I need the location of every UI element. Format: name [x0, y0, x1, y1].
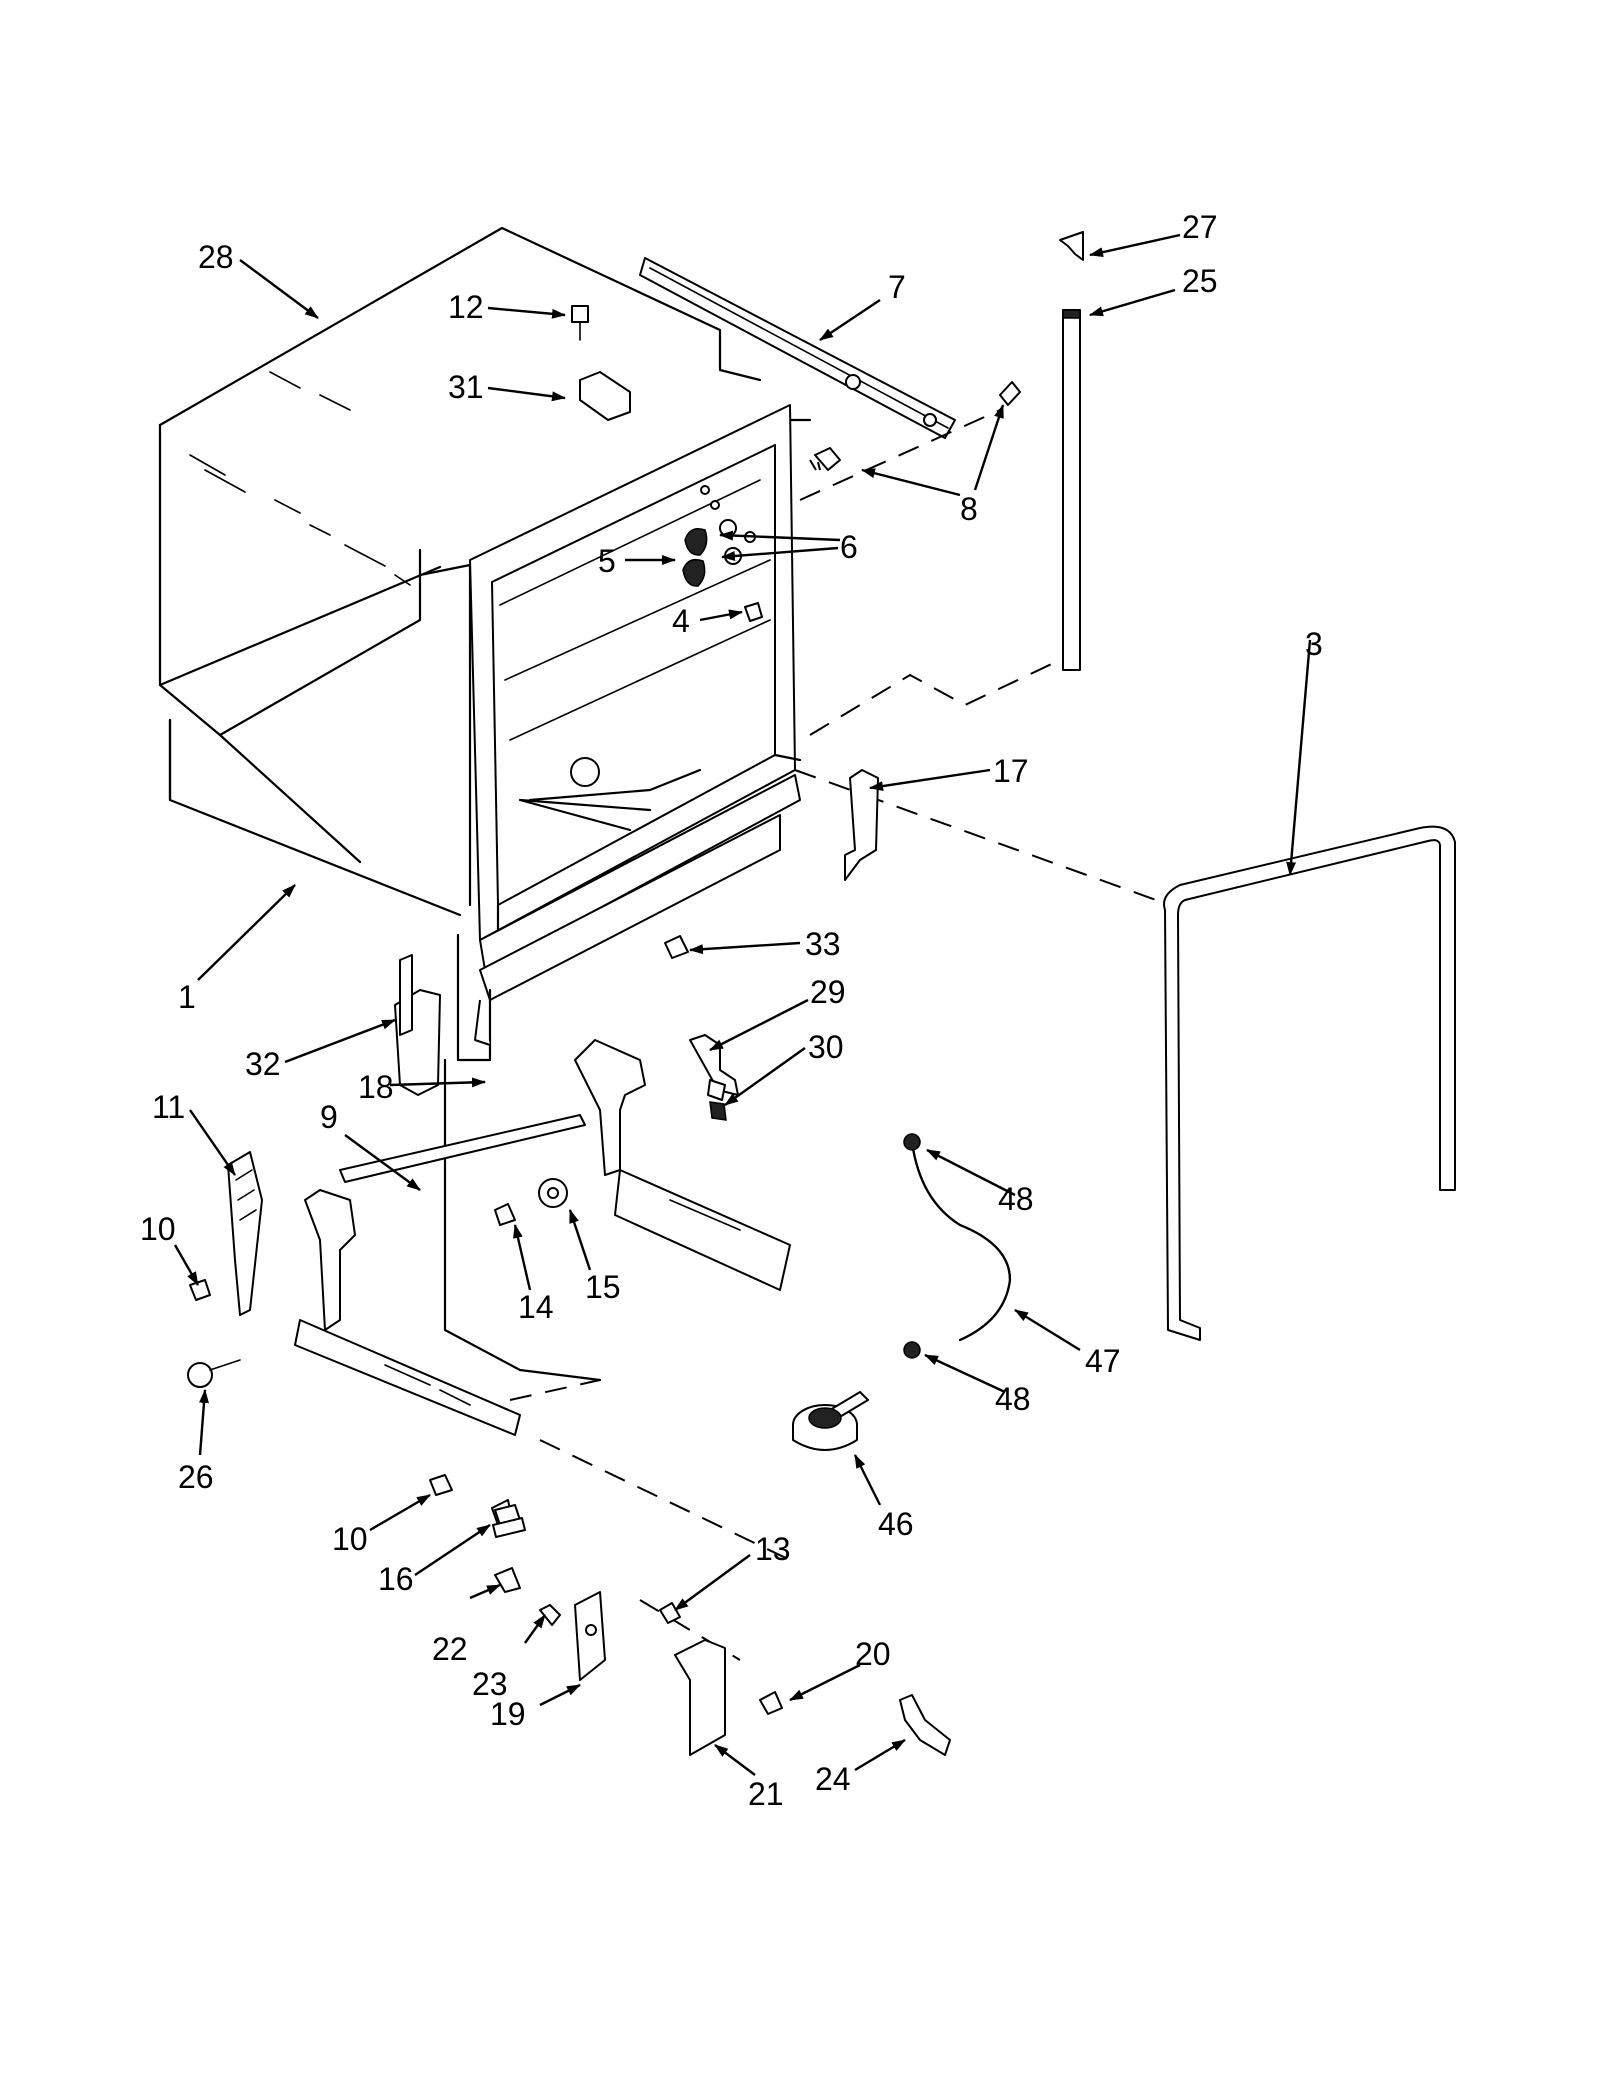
callout-31: 31 — [448, 369, 484, 405]
callout-29: 29 — [810, 974, 846, 1010]
callout-16: 16 — [378, 1561, 414, 1597]
leader-arrows — [173, 233, 1312, 1776]
insulation-blanket — [158, 226, 762, 864]
callout-10-bottom: 10 — [332, 1521, 368, 1557]
callout-30: 30 — [808, 1029, 844, 1065]
callout-20: 20 — [855, 1636, 891, 1672]
base-frame — [294, 1039, 791, 1436]
callout-8: 8 — [960, 491, 978, 527]
door-gasket — [1163, 825, 1456, 1341]
hardware-top — [571, 305, 1021, 622]
strip-32 — [399, 954, 413, 1036]
tub-front-frame — [443, 404, 802, 1382]
callout-48-bottom: 48 — [995, 1381, 1031, 1417]
callout-28: 28 — [198, 239, 234, 275]
drain-hose — [903, 1133, 1012, 1359]
callout-9: 9 — [320, 1099, 338, 1135]
callout-24: 24 — [815, 1761, 851, 1797]
callout-14: 14 — [518, 1289, 554, 1325]
callout-3: 3 — [1305, 626, 1323, 662]
callout-26: 26 — [178, 1459, 214, 1495]
trim-cap — [1059, 231, 1084, 261]
callout-27: 27 — [1182, 209, 1218, 245]
hose-clamp — [899, 1694, 951, 1756]
leveling-bracket — [227, 1151, 263, 1316]
callout-48-top: 48 — [998, 1181, 1034, 1217]
callout-13: 13 — [755, 1531, 791, 1567]
callout-21: 21 — [748, 1776, 784, 1812]
callout-25: 25 — [1182, 263, 1218, 299]
callout-labels: 28 12 31 7 27 25 8 6 5 4 3 17 1 33 29 30… — [140, 209, 1323, 1812]
water-valve — [792, 1391, 869, 1451]
callout-6: 6 — [840, 529, 858, 565]
callout-19: 19 — [490, 1696, 526, 1732]
callout-47: 47 — [1085, 1343, 1121, 1379]
callout-33: 33 — [805, 926, 841, 962]
callout-22: 22 — [432, 1631, 468, 1667]
leveling-leg — [492, 1504, 526, 1538]
callout-17: 17 — [993, 753, 1029, 789]
side-trim-strip — [1062, 309, 1081, 671]
callout-18: 18 — [358, 1069, 394, 1105]
callout-15: 15 — [585, 1269, 621, 1305]
callout-23: 23 — [472, 1666, 508, 1702]
callout-1: 1 — [178, 979, 196, 1015]
mounting-brackets — [494, 1567, 783, 1756]
top-rail — [639, 257, 956, 439]
latch-bracket — [689, 1034, 739, 1121]
hinge-bracket — [844, 769, 879, 881]
callout-11: 11 — [152, 1089, 185, 1125]
callout-46: 46 — [878, 1506, 914, 1542]
callout-5: 5 — [598, 543, 616, 579]
assembly-guide-lines — [509, 409, 1171, 1661]
callout-4: 4 — [672, 603, 690, 639]
callout-12: 12 — [448, 289, 484, 325]
callout-10-left: 10 — [140, 1211, 176, 1247]
callout-7: 7 — [888, 269, 906, 305]
callout-32: 32 — [245, 1046, 281, 1082]
